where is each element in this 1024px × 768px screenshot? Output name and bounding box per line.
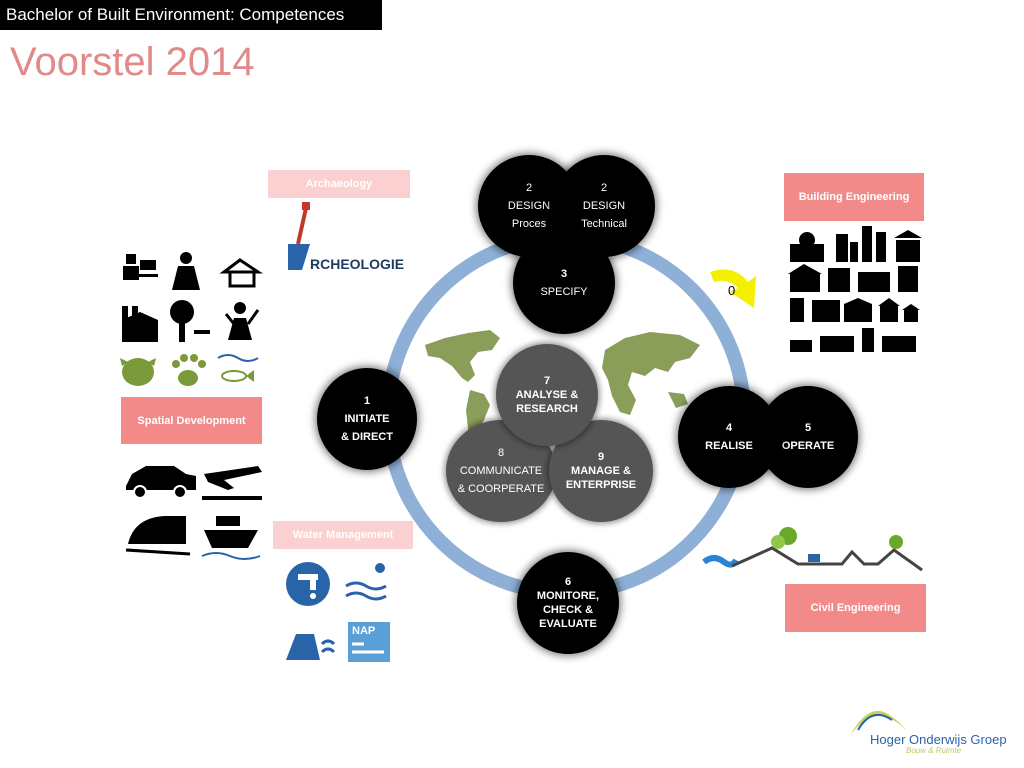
shop-building-icon [812,300,840,322]
water-icons: NAP [286,562,390,662]
step-label: MANAGE & [571,465,631,477]
logo-name: Hoger Onderwijs Groep [870,732,1007,747]
tag-spatial-development: Spatial Development [121,397,262,444]
step-number: 5 [804,422,812,434]
airplane-icon [202,466,262,500]
world-map-americas [425,330,500,440]
ship-icon [201,516,261,560]
small-house-icon [878,298,900,322]
step-label: RESEARCH [516,403,578,415]
archeologie-logo-text: RCHEOLOGIE [310,256,404,272]
yellow-arrow: 0 [710,269,756,308]
dike-wave-icon [286,634,336,660]
capitol-building-icon [790,232,824,262]
tower-building-icon [862,226,886,262]
step-analyse: 7 ANALYSE & RESEARCH [496,344,598,446]
water-wave-icon [702,555,739,568]
train-icon [125,516,191,556]
step-specify: 3 SPECIFY [513,232,615,334]
car-icon [126,466,196,499]
nap-level-label: NAP [352,625,375,637]
step-label: INITIATE [344,413,390,425]
apartment-building-icon [828,268,850,292]
world-map-eurasia [602,332,700,415]
step-realise: 4 REALISE [678,386,780,488]
hangar-icon [882,336,916,352]
spatial-icons [120,252,263,386]
step-label: COMMUNICATE [459,465,543,477]
building-icons [788,226,922,352]
step-label: REALISE [705,440,753,452]
logo-subtitle: Bouw & Ruimte [906,746,962,755]
dike-profile-icon [731,546,923,572]
step-monitore: 6 MONITORE, CHECK & EVALUATE [517,552,619,654]
step-label: Technical [581,218,627,230]
water-tap-icon [286,562,330,606]
step-number: 8 [497,447,505,459]
trees-icon [771,527,903,549]
step-label: ENTERPRISE [565,479,637,491]
step-label: EVALUATE [539,618,597,630]
arrow-label: 0 [728,283,735,298]
nap-level-icon: NAP [348,622,390,662]
step-label: DESIGN [582,200,626,212]
step-number: 1 [363,395,371,407]
paw-icon [172,354,206,386]
cottage-icon [902,304,920,322]
step-number: 9 [597,451,605,463]
step-number: 3 [560,268,568,280]
high-rise-icon [862,328,874,352]
step-label: MONITORE, [536,590,600,602]
meditation-icon [224,302,260,340]
desk-worker-icon [123,254,158,280]
step-number: 6 [564,576,572,588]
tag-building-engineering: Building Engineering [784,173,924,221]
step-number: 4 [725,422,733,434]
step-label: & DIRECT [341,431,393,443]
house-building-icon [788,264,822,292]
tree-bench-icon [170,300,210,342]
warehouse-icon [820,336,854,352]
tag-civil-engineering: Civil Engineering [785,584,926,632]
step-communicate: 8 COMMUNICATE & COORPERATE [446,420,556,522]
store-building-icon [858,272,890,292]
step-label: SPECIFY [540,286,588,298]
hoger-onderwijs-logo [850,710,906,736]
curved-arrow-icon [710,269,756,308]
woman-icon [172,252,200,290]
car-on-road-icon [808,554,820,562]
cow-icon [120,358,156,386]
fish-water-icon [217,354,259,382]
step-number: 2 [600,182,608,194]
museum-building-icon [894,230,922,262]
step-label: CHECK & [542,604,594,616]
flat-building-icon [898,266,918,292]
transport-icons [125,466,262,560]
logo-swoosh-icon [850,710,906,736]
step-number: 7 [543,375,551,387]
step-label: & COORPERATE [457,483,545,495]
header-banner: Bachelor of Built Environment: Competenc… [0,0,382,30]
factory-icon [122,306,158,342]
step-label: OPERATE [781,440,835,452]
tag-water-management: Water Management [273,521,413,549]
step-label: Proces [511,218,547,230]
factory-building-icon [844,298,872,322]
step-label: DESIGN [507,200,551,212]
houses-icon [219,258,263,288]
rain-water-icon [345,563,387,601]
step-initiate: 1 INITIATE & DIRECT [317,368,417,470]
shed-icon [790,340,812,352]
step-label: ANALYSE & [515,389,579,401]
office-building-icon [836,234,858,262]
school-building-icon [790,298,804,322]
step-number: 2 [525,182,533,194]
archeologie-logo: RCHEOLOGIE [288,202,404,272]
tag-archaeology: Archaeology [268,170,410,198]
civil-engineering-illustration [702,527,923,572]
page-title: Voorstel 2014 [10,40,255,84]
